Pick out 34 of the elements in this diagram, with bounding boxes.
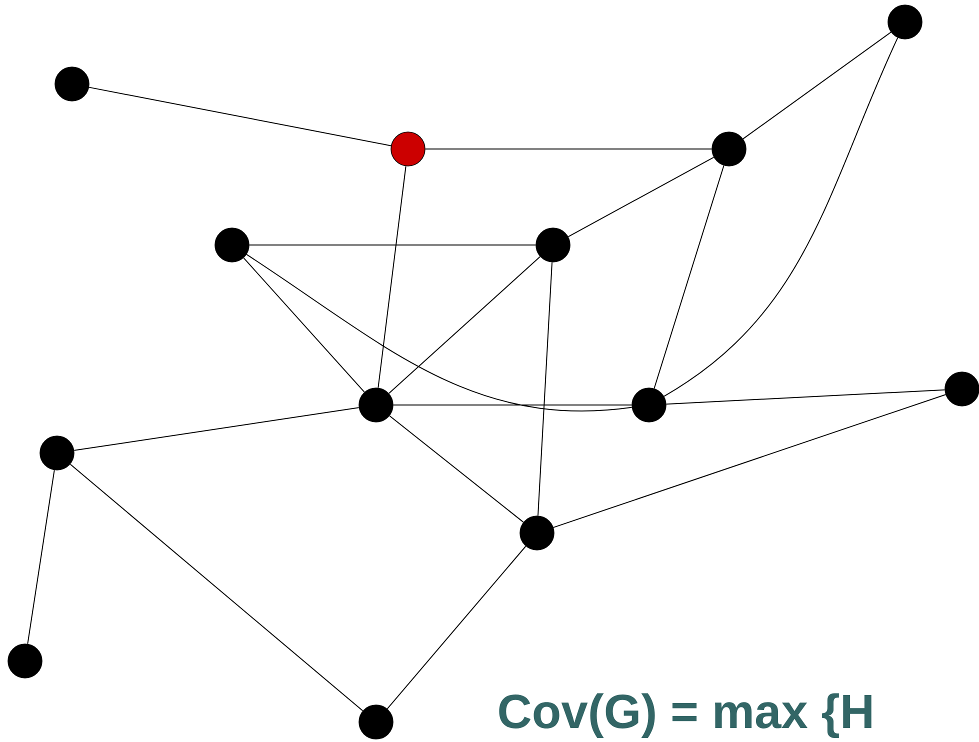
graph-edge: [664, 37, 898, 397]
graph-edge: [666, 389, 946, 405]
graph-vertex: [390, 132, 426, 166]
graph-vertex: [214, 228, 250, 262]
graph-vertex: [358, 704, 394, 740]
graph-edge: [654, 165, 724, 389]
formula-text: Cov(G) = max {H: [499, 693, 872, 738]
graph-edge: [386, 546, 526, 710]
graph-edge: [552, 394, 946, 528]
graph-edge: [389, 415, 524, 523]
graph-edge: [248, 244, 536, 246]
graph-vertex: [54, 66, 90, 102]
graph-edge: [74, 407, 360, 451]
graph-vertex: [888, 4, 922, 40]
graph-edge: [388, 256, 541, 394]
graph-edge: [246, 254, 632, 412]
graph-vertex: [944, 372, 979, 406]
graph-edge: [392, 404, 632, 406]
graph-vertex: [536, 228, 570, 262]
graph-edge: [378, 166, 406, 388]
graph-vertex: [712, 132, 746, 166]
graph-edge: [568, 156, 714, 238]
graph-vertex: [358, 388, 394, 422]
graph-vertex: [520, 516, 554, 550]
graph-edge: [70, 464, 364, 712]
graph-vertex: [8, 644, 42, 678]
graph-edge: [537, 262, 553, 516]
graph-edge: [27, 470, 55, 644]
graph-edge: [742, 32, 892, 140]
graph-edge: [424, 148, 712, 150]
graph-edge: [243, 257, 365, 393]
graph-vertex: [40, 436, 74, 470]
graph-edge: [88, 86, 392, 146]
graph-vertex: [632, 388, 666, 422]
